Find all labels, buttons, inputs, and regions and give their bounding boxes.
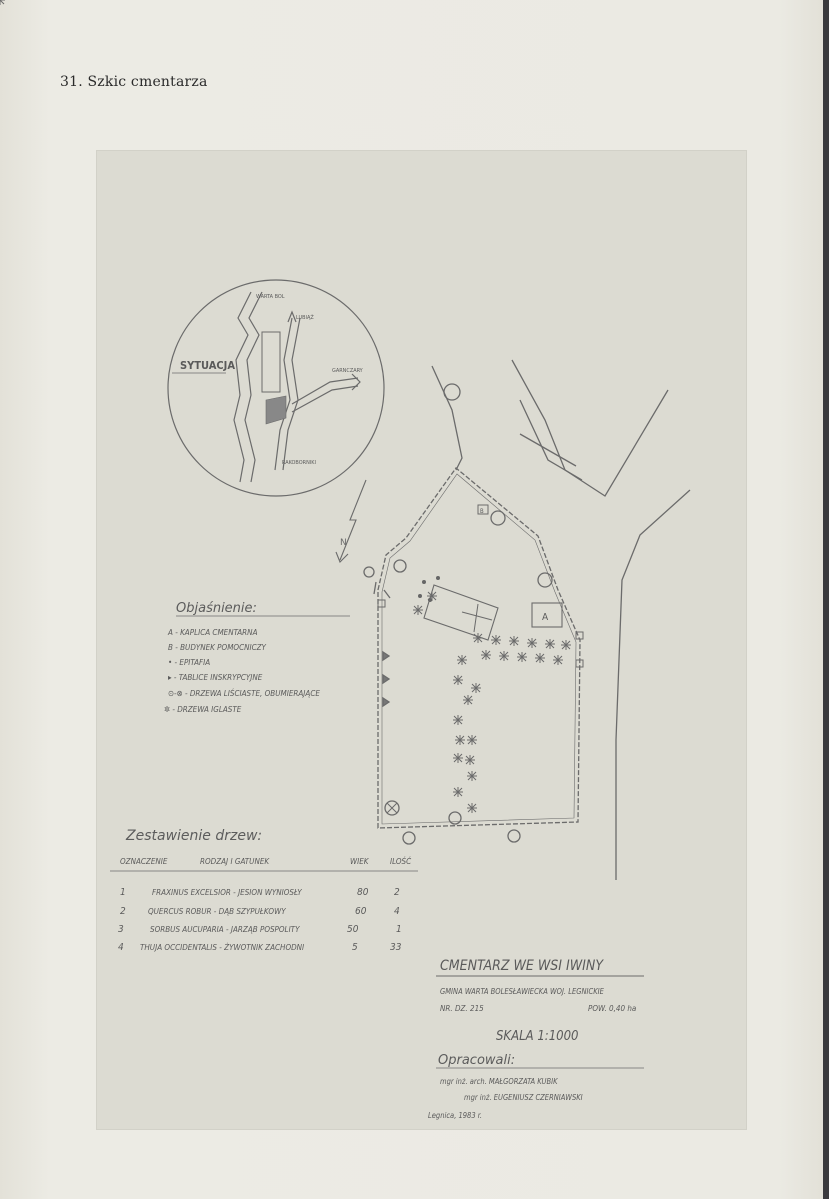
road-east-label: GARNCZARY [332, 368, 364, 374]
tree-row-age: 5 [352, 942, 358, 953]
legend-item: ✲ - DRZEWA IGLASTE [164, 705, 242, 714]
tree-row-no: 4 [118, 942, 124, 953]
road-south-label: RAKOBORNIKI [282, 460, 316, 466]
area-text: POW. 0,40 ha [588, 1004, 636, 1013]
parcel-text: NR. DZ. 215 [440, 1004, 484, 1013]
legend-item: ▸ - TABLICE INSKRYPCYJNE [168, 673, 263, 682]
trees-table: OZNACZENIE RODZAJ I GATUNEK WIEK ILOŚĆ 1… [110, 855, 418, 953]
plan-title: CMENTARZ WE WSI IWINY [440, 958, 604, 974]
prepared-heading: Opracowali: [438, 1053, 515, 1068]
commune-text: GMINA WARTA BOLESŁAWIECKA WOJ. LEGNICKIE [440, 987, 605, 996]
page-title: 31. Szkic cmentarza [60, 74, 208, 90]
legend-item: B - BUDYNEK POMOCNICZY [168, 643, 267, 652]
legend-item: ⊙-⊗ - DRZEWA LIŚCIASTE, OBUMIERAJĄCE [168, 687, 320, 698]
scan-edge [823, 0, 829, 1199]
scale-text: SKALA 1:1000 [496, 1029, 578, 1044]
epitaph-markers [418, 576, 440, 602]
tree-row-name: THUJA OCCIDENTALIS - ŻYWOTNIK ZACHODNI [140, 942, 304, 952]
tree-row-age: 60 [355, 906, 367, 917]
col-header-qty: ILOŚĆ [390, 855, 411, 866]
svg-text:N: N [340, 538, 347, 548]
col-header-age: WIEK [350, 857, 370, 866]
tree-row-age: 50 [347, 924, 359, 935]
tree-row-name: QUERCUS ROBUR - DĄB SZYPUŁKOWY [148, 907, 286, 916]
legend-item: • - EPITAFIA [168, 658, 210, 667]
title-block: CMENTARZ WE WSI IWINY GMINA WARTA BOLESŁ… [428, 958, 644, 1120]
tree-row-qty: 4 [394, 906, 400, 917]
north-arrow-icon: N [335, 479, 367, 563]
col-header-name: RODZAJ I GATUNEK [200, 857, 270, 866]
col-header-no: OZNACZENIE [120, 857, 168, 866]
chapel-label-a: A [542, 612, 549, 623]
tree-row-age: 80 [357, 887, 369, 898]
situation-map [167, 279, 385, 497]
road-north-label: WARTA BOL [256, 294, 285, 300]
tree-row-no: 2 [120, 906, 126, 917]
tree-row-name: SORBUS AUCUPARIA - JARZĄB POSPOLITY [150, 925, 300, 934]
tree-row-name: FRAXINUS EXCELSIOR - JESION WYNIOSŁY [152, 888, 302, 897]
trees-heading: Zestawienie drzew: [125, 828, 262, 844]
legend-item: A - KAPLICA CMENTARNA [167, 628, 258, 637]
author-1: mgr inż. arch. MAŁGORZATA KUBIK [440, 1077, 558, 1086]
road-north2-label: LUBIĄŻ [296, 314, 314, 321]
place-date: Legnica, 1983 r. [428, 1111, 482, 1120]
situation-heading: SYTUACJA [180, 359, 235, 372]
building-label-b: B [480, 508, 484, 515]
cemetery-sketch-photo [96, 150, 747, 1130]
author-2: mgr inż. EUGENIUSZ CZERNIAWSKI [464, 1093, 583, 1102]
tree-row-qty: 1 [396, 924, 402, 935]
tree-row-no: 3 [118, 924, 124, 935]
legend-heading: Objaśnienie: [176, 601, 257, 616]
tree-row-qty: 33 [390, 942, 402, 953]
legend-list: A - KAPLICA CMENTARNA B - BUDYNEK POMOCN… [164, 628, 320, 714]
site-plan [363, 359, 691, 880]
tree-row-qty: 2 [394, 887, 400, 898]
tree-row-no: 1 [120, 887, 126, 898]
